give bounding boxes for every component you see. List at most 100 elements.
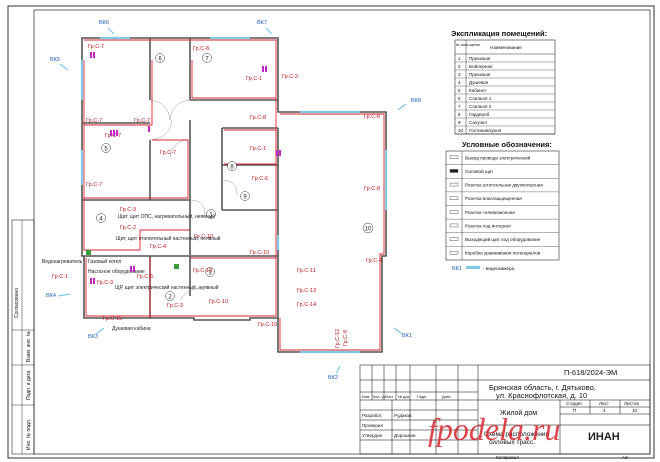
camera-vk3-label: ВК3 (88, 334, 98, 340)
col-count: Кол. уч (373, 395, 385, 399)
sheets-value: 10 (632, 408, 638, 413)
camera-legend-label: - видеокамера (483, 266, 515, 271)
group-label: Гр.С-7 (134, 118, 150, 124)
group-label: Гр.С-6 (252, 176, 268, 182)
rooms-legend-name: Прихожая (469, 72, 491, 77)
group-label: Гр.С-1 (246, 76, 262, 82)
group-label: Гр.С-3 (120, 207, 136, 213)
note-boiler: Газовый котел (88, 258, 121, 265)
group-label: Гр.С-8 (193, 46, 209, 52)
rooms-legend-name: Санузел (469, 120, 487, 125)
room-3-label: 3 (208, 271, 212, 277)
rooms-legend-number: 4 (458, 80, 461, 85)
group-label: Гр.С-7 (88, 44, 104, 50)
copied-label: Копировал (496, 455, 519, 460)
side-stamp-agreed: Согласовано (14, 288, 20, 318)
symbol-legend-icon (449, 210, 459, 214)
group-label: Гр.С-2 (282, 74, 298, 80)
symbols-legend-label: Розетка влагозащищенная (465, 196, 522, 201)
rooms-col-name: Наименование (490, 45, 522, 50)
symbol-legend-icon (449, 223, 459, 228)
group-label: Гр.С-4 (150, 244, 166, 250)
watermark: fpodela.ru (428, 411, 560, 447)
camera-vk2-label: ВК2 (328, 375, 338, 381)
windows (80, 36, 388, 354)
rooms-legend-name: Бойлерная (469, 63, 493, 69)
cameras: ВК6 ВК7 ВК5 ВК8 ВК4 ВК3 ВК2 ВК1 (46, 20, 421, 381)
room-4-label: 4 (99, 217, 103, 223)
rooms-legend-number: 9 (458, 120, 461, 125)
symbols-legend-label: Силовой щит (465, 168, 494, 174)
symbol-legend-icon (449, 250, 459, 255)
col-date: Дата (442, 395, 451, 399)
rooms-legend-name: Гостиная/кухня (469, 128, 502, 133)
rooms-legend-number: 7 (458, 104, 461, 109)
rooms-legend-number: 6 (458, 96, 461, 101)
symbol-legend-icon (449, 155, 459, 160)
room-numbers: 6 7 5 8 9 1 4 10 2 3 (96, 53, 374, 301)
symbol-legend-icon (449, 182, 459, 187)
room-1-label: 1 (209, 213, 213, 219)
doc-code: П-618/2024-ЭМ (564, 368, 617, 377)
note-panel-3: ЩР, щит электрический настенный, неявный (115, 284, 219, 291)
group-label: Гр.С-12 (335, 329, 341, 348)
group-label: Гр.С-11 (297, 268, 316, 274)
sheet-name-line-1: Схема расположения (484, 431, 549, 438)
room-7-label: 7 (205, 57, 209, 63)
symbols-legend-label: Розетка штепсельная двухполюсная (465, 183, 543, 188)
rooms-legend-name: Гардероб (469, 112, 490, 117)
col-signature: Подп. (417, 395, 427, 399)
developer-name: Рудаков (394, 413, 412, 418)
symbols-legend-label: Коробка уравнивания потенциалов (465, 251, 541, 256)
rooms-legend-number: 2 (458, 64, 461, 69)
symbols-legend-label: Розетка телевизионная (465, 210, 515, 215)
camera-vk6-label: ВК6 (99, 20, 109, 26)
group-label: Гр.С-8 (364, 186, 380, 192)
room-9-label: 9 (243, 195, 247, 201)
camera-vk7-label: ВК7 (257, 20, 267, 26)
camera-legend: ВК1 - видеокамера (452, 266, 515, 272)
approver-name: Дорошков (394, 433, 416, 438)
camera-legend-swatch (466, 266, 480, 269)
outlet-marks (90, 52, 281, 284)
camera-vk8-label: ВК8 (411, 98, 421, 104)
room-2-label: 2 (168, 295, 172, 301)
company-logo: ИНАН (588, 431, 620, 443)
side-stamp: Согласовано Взам. инв. № Подп. и дата Ин… (11, 219, 35, 455)
group-label: Гр.С-16 (258, 322, 277, 328)
rooms-legend-number: 10 (458, 128, 464, 133)
stage-value: П (573, 408, 576, 413)
group-label: Гр.С-4 (366, 258, 382, 264)
rooms-legend-number: 5 (458, 88, 461, 93)
note-water-heater: Водонагреватель (42, 259, 83, 265)
symbols-legend-title: Условные обозначения: (462, 140, 552, 149)
rooms-legend-name: Спальня 1 (469, 96, 492, 101)
note-panel-2: Щит, щит отопительный настенный, неявный (116, 235, 221, 242)
side-stamp-signature: Подп. и дата (26, 370, 32, 400)
camera-legend-code: ВК1 (452, 266, 462, 272)
symbol-legend-icon (449, 237, 459, 241)
stage-label: Стадия (566, 401, 582, 406)
group-label: Гр.С-13 (297, 288, 316, 294)
group-label: Гр.С-6 (137, 274, 153, 280)
floor-plan (81, 37, 387, 353)
object-name: Жилой дом (500, 409, 537, 417)
sheet-value: 4 (603, 408, 606, 413)
rooms-legend-number: 3 (458, 72, 461, 77)
symbol-legend-icon (449, 196, 459, 200)
title-block (359, 364, 651, 455)
col-sheet: Лист (385, 395, 394, 399)
group-label: Гр.С-10 (209, 299, 228, 305)
group-label: Гр.С-8 (250, 115, 266, 121)
role-approver: Утвердил (362, 433, 383, 438)
symbols-legend-label: Вывод провода электрический (465, 154, 531, 160)
role-checker: Проверил (362, 423, 383, 428)
address-line-1: Брянская область, г. Дятьково, (489, 383, 596, 392)
col-change: Изм. (362, 395, 370, 399)
sheets-label: Листов (624, 401, 639, 406)
room-10-label: 10 (365, 227, 372, 233)
rooms-legend-name: Кабинет (469, 88, 487, 93)
